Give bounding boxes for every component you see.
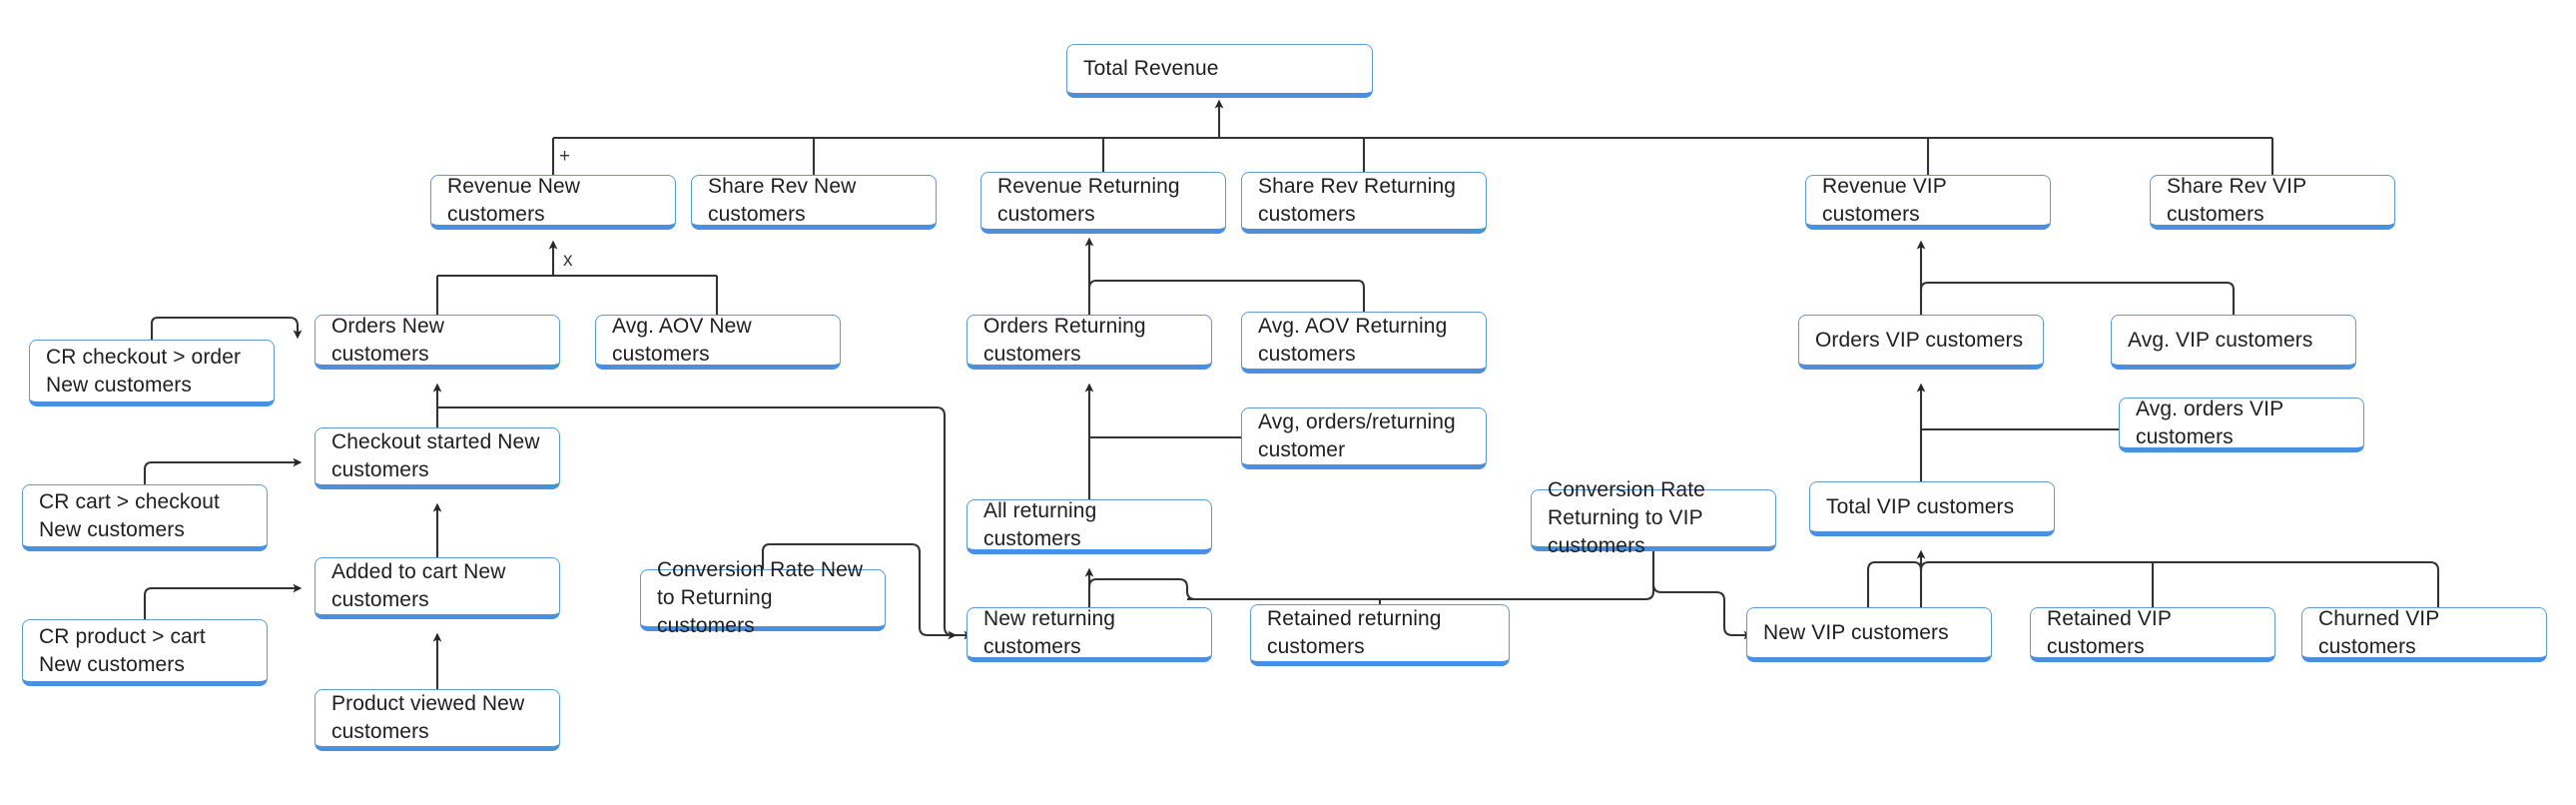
node-avg-aov-new[interactable]: Avg. AOV New customers [595, 315, 841, 370]
node-orders-new[interactable]: Orders New customers [315, 315, 560, 370]
node-orders-vip[interactable]: Orders VIP customers [1798, 315, 2044, 370]
node-revenue-vip[interactable]: Revenue VIP customers [1805, 175, 2051, 230]
wire-cr-returning-to-new-vip [1651, 551, 1753, 640]
node-cr-new-to-returning[interactable]: Conversion Rate New to Returning custome… [640, 558, 886, 637]
node-label: Total VIP customers [1826, 494, 2015, 518]
node-avg-orders-vip[interactable]: Avg. orders VIP customers [2119, 398, 2364, 452]
node-label: Revenue New customers [447, 174, 581, 226]
node-cr-product-cart-new[interactable]: CR product > cart New customers [22, 619, 268, 686]
node-product-viewed-new[interactable]: Product viewed New customers [315, 689, 560, 751]
node-label: New returning customers [983, 606, 1116, 658]
node-label: Total Revenue [1083, 57, 1219, 81]
wire-cr-checkout-to-orders-new [150, 316, 303, 340]
node-label: New VIP customers [1763, 620, 1949, 644]
node-new-returning[interactable]: New returning customers [966, 607, 1212, 662]
node-share-rev-returning[interactable]: Share Rev Returning customers [1241, 172, 1487, 234]
node-label: CR cart > checkout New customers [39, 489, 220, 541]
wire-new-vip-up [1866, 560, 1923, 607]
node-label: Orders VIP customers [1815, 328, 2024, 352]
node-share-rev-new[interactable]: Share Rev New customers [691, 175, 937, 230]
node-retained-vip[interactable]: Retained VIP customers [2030, 607, 2275, 662]
node-avg-orders-returning-cust[interactable]: Avg, orders/returning customer [1241, 407, 1487, 469]
node-churned-vip[interactable]: Churned VIP customers [2301, 607, 2547, 662]
wire-churned-vip-up [1919, 560, 2440, 607]
node-label: Revenue VIP customers [1822, 174, 1947, 226]
node-cr-returning-to-vip[interactable]: Conversion Rate Returning to VIP custome… [1531, 478, 1776, 557]
node-total-revenue[interactable]: Total Revenue [1066, 44, 1373, 98]
wire-vip-bus [1919, 281, 2236, 315]
node-added-to-cart-new[interactable]: Added to cart New customers [315, 557, 560, 619]
node-label: Share Rev Returning customers [1258, 175, 1457, 226]
node-checkout-started-new[interactable]: Checkout started New customers [315, 427, 560, 489]
node-label: Retained VIP customers [2047, 606, 2172, 658]
operator-op-times: x [563, 250, 573, 271]
node-orders-returning[interactable]: Orders Returning customers [966, 315, 1212, 370]
node-label: Retained returning customers [1267, 607, 1442, 658]
node-avg-aov-returning[interactable]: Avg. AOV Returning customers [1241, 312, 1487, 374]
node-label: Share Rev VIP customers [2167, 174, 2306, 226]
node-revenue-new[interactable]: Revenue New customers [430, 175, 676, 230]
node-avg-vip[interactable]: Avg. VIP customers [2111, 315, 2356, 370]
node-all-returning[interactable]: All returning customers [966, 499, 1212, 554]
node-label: Orders New customers [331, 314, 445, 366]
node-label: All returning customers [983, 498, 1097, 550]
node-label: Avg, orders/returning customer [1258, 410, 1456, 461]
node-label: CR checkout > order New customers [46, 345, 242, 397]
node-label: Revenue Returning customers [997, 175, 1180, 226]
node-label: Churned VIP customers [2318, 606, 2439, 658]
node-label: Avg. AOV New customers [612, 314, 752, 366]
node-revenue-returning[interactable]: Revenue Returning customers [980, 172, 1226, 234]
node-new-vip[interactable]: New VIP customers [1746, 607, 1992, 662]
node-label: Avg. AOV Returning customers [1258, 315, 1448, 366]
wire-cr-product-to-added-cart [143, 583, 303, 619]
wire-returning-bus [1087, 279, 1366, 312]
node-total-vip[interactable]: Total VIP customers [1809, 481, 2055, 536]
node-retained-returning[interactable]: Retained returning customers [1250, 604, 1510, 666]
node-label: Avg. orders VIP customers [2136, 397, 2283, 448]
node-label: Conversion Rate Returning to VIP custome… [1548, 478, 1705, 557]
node-cr-cart-checkout-new[interactable]: CR cart > checkout New customers [22, 484, 268, 551]
node-label: Share Rev New customers [708, 174, 857, 226]
node-label: Checkout started New customers [331, 430, 540, 481]
wire-cr-cart-to-checkout-started [143, 457, 303, 484]
node-label: Conversion Rate New to Returning custome… [657, 558, 864, 637]
operator-op-plus: + [559, 146, 571, 167]
wire-all-returning-right-join [1087, 577, 1378, 601]
node-label: CR product > cart New customers [39, 624, 206, 676]
node-label: Product viewed New customers [331, 692, 525, 743]
node-cr-checkout-order-new[interactable]: CR checkout > order New customers [29, 340, 275, 406]
node-label: Avg. VIP customers [2128, 328, 2313, 352]
node-label: Added to cart New customers [331, 560, 506, 611]
node-label: Orders Returning customers [983, 314, 1146, 366]
node-share-rev-vip[interactable]: Share Rev VIP customers [2150, 175, 2395, 230]
